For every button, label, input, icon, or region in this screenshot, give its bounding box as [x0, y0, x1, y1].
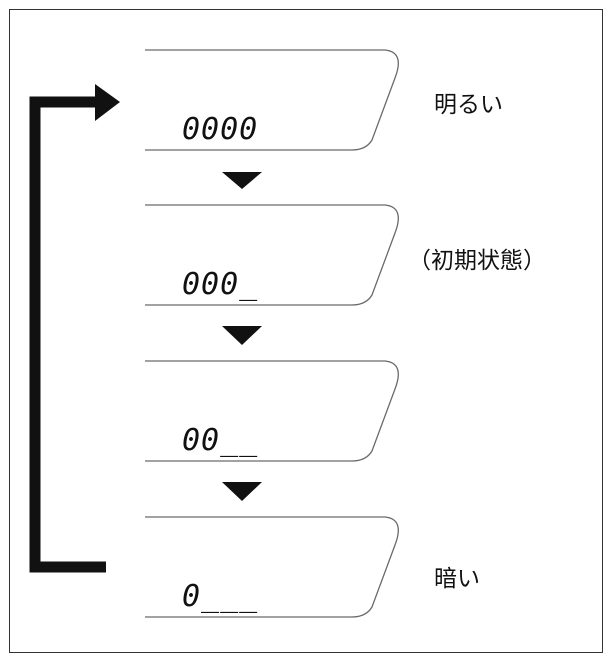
- diagram-frame: [9, 9, 603, 653]
- loop-back-arrow-icon: [29, 84, 120, 573]
- level-panel-3: 00__: [145, 360, 399, 462]
- down-triangle-icon: [222, 172, 262, 189]
- down-triangle-icon: [222, 482, 262, 501]
- level-panel-4: 0___: [145, 516, 399, 618]
- down-triangle-icon: [222, 326, 262, 345]
- level-panel-1: 0000: [145, 49, 399, 151]
- level-display-2: 000_: [182, 267, 258, 302]
- level-label-2: （初期状態）: [408, 248, 546, 274]
- level-display-3: 00__: [182, 423, 258, 458]
- level-label-4: 暗い: [434, 566, 480, 592]
- level-display-1: 0000: [182, 112, 258, 147]
- level-display-4: 0___: [182, 579, 258, 614]
- level-label-1: 明るい: [434, 92, 503, 118]
- level-panel-2: 000_: [145, 204, 399, 306]
